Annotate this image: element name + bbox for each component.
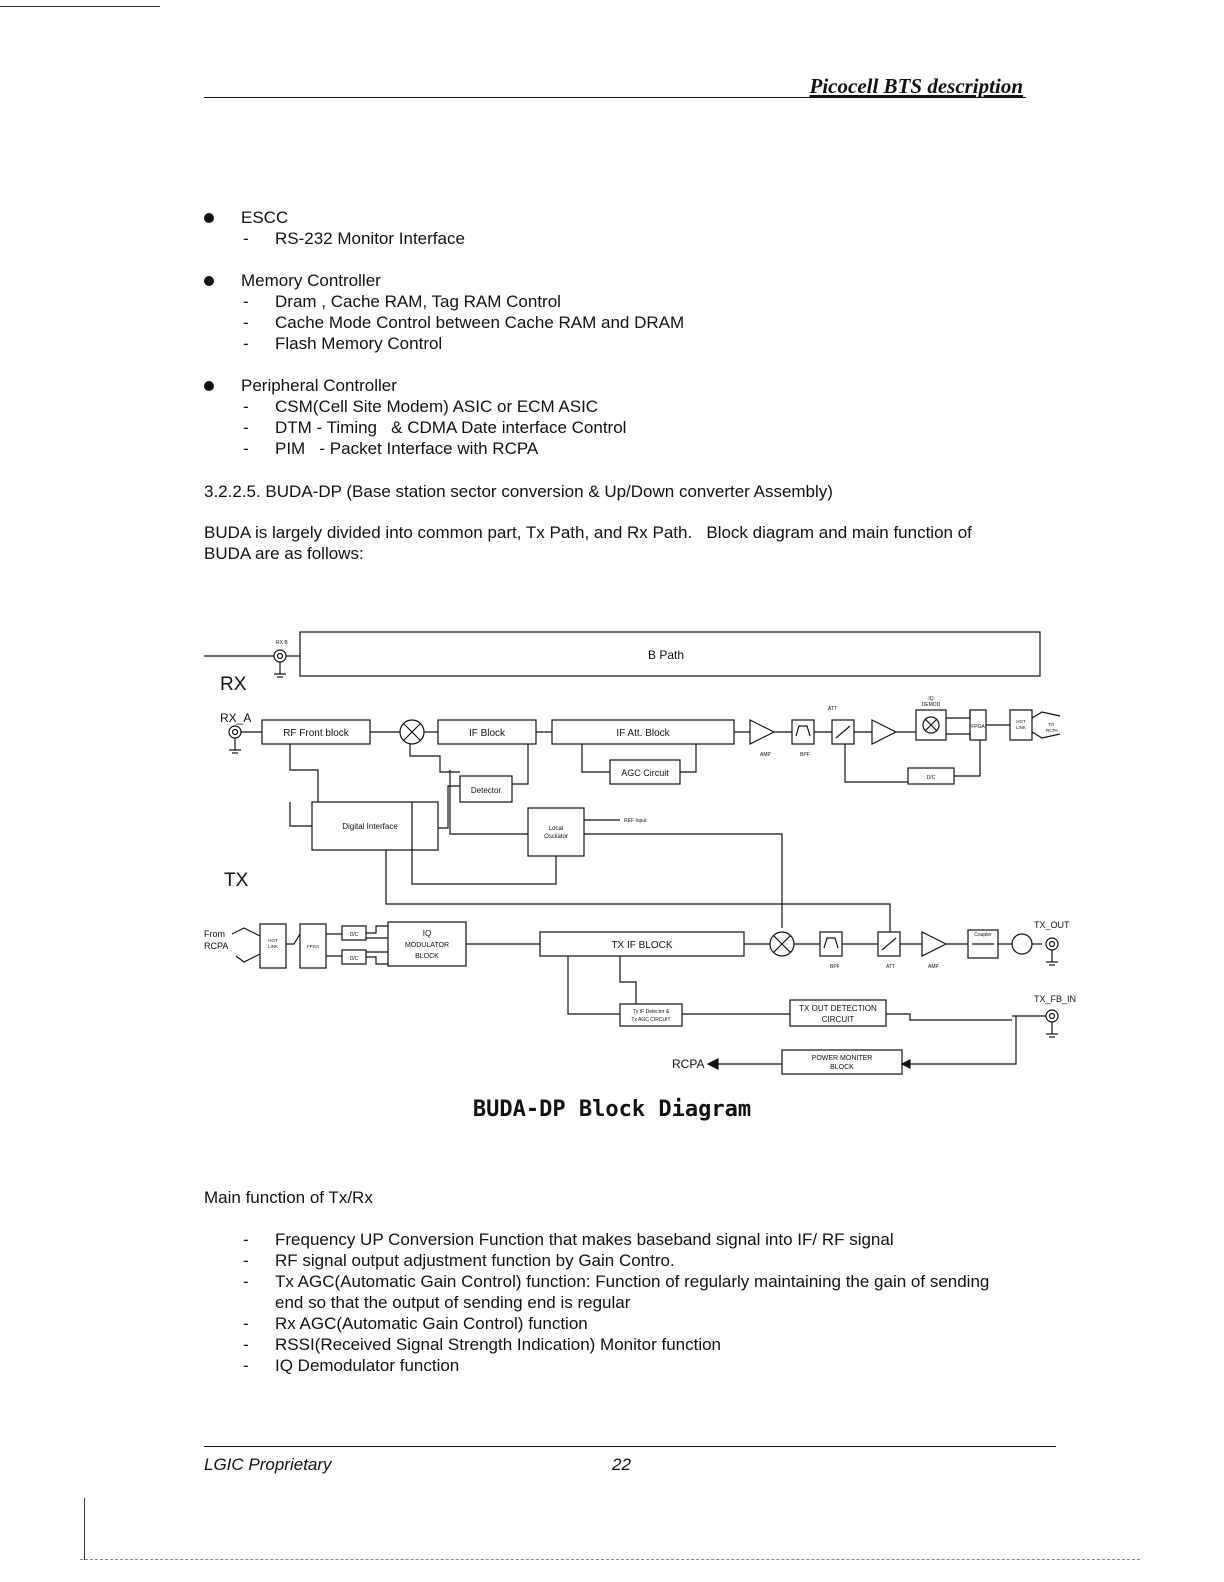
tx-fpga-label: FPGA: [307, 944, 319, 949]
tx-if-det-label-1: Tx IF Detector &: [633, 1009, 670, 1015]
if-block-label: IF Block: [469, 728, 506, 739]
iq-mod-label-2: MODULATOR: [405, 942, 449, 949]
rcpa-label: RCPA: [672, 1057, 704, 1071]
bullet-title: Memory Controller: [241, 271, 381, 290]
from-rcpa-label-1: From: [204, 929, 225, 939]
power-mon-label-2: BLOCK: [830, 1064, 854, 1071]
iq-demod-block: [915, 709, 947, 741]
header-rule: [204, 97, 1026, 98]
coupler-label: Coupler: [974, 932, 992, 938]
page-number: 22: [612, 1455, 631, 1474]
iq-demod-label-2: DEMOD: [922, 702, 941, 708]
to-rcpa-label-2: RCPA: [1046, 728, 1058, 733]
agc-circuit-block: [609, 759, 681, 785]
scan-bottom-edge: [80, 1559, 1140, 1560]
rx-bpf-icon: [791, 719, 815, 745]
detector-label: Detector: [471, 786, 502, 795]
bullet-title: ESCC: [241, 208, 289, 227]
tx-out-det-label-2: CIRCUIT: [822, 1015, 855, 1024]
bullet-title: Peripheral Controller: [241, 376, 397, 395]
rx-att-label: ATT: [828, 706, 837, 712]
rx-amp-label: AMP: [760, 752, 772, 758]
power-monitor-block: [781, 1049, 903, 1075]
tx-out-detection-block: [789, 999, 887, 1027]
iq-mod-label-1: IQ: [423, 929, 431, 938]
tx-if-det-label-2: Tx AGC CIRCUIT: [631, 1017, 670, 1023]
intro-line-2: BUDA are as follows:: [204, 544, 364, 563]
b-path-block: [299, 631, 1041, 677]
bullet-dot: [204, 276, 214, 286]
isolator-icon: [1011, 933, 1033, 955]
tx-out-connector-icon: [1045, 937, 1059, 951]
tx-label: TX: [224, 870, 249, 891]
tx-bpf-label: BPF: [830, 964, 840, 970]
detector-block: [459, 775, 513, 803]
tx-out-det-label-1: TX OUT DETECTION: [799, 1004, 877, 1013]
rf-front-label: RF Front block: [283, 728, 350, 739]
tx-out-label: TX_OUT: [1034, 920, 1070, 930]
tx-fpga-block: [299, 923, 327, 969]
rx-fpga-label: FPGA: [971, 724, 985, 730]
rx-hot-link-label-2: LINK: [1016, 725, 1026, 730]
section-heading: 3.2.2.5. BUDA-DP (Base station sector co…: [204, 482, 833, 501]
rx-b-connector-icon: [273, 649, 287, 663]
header-title: Picocell BTS description: [809, 74, 1023, 98]
local-osc-label-1: Local: [549, 826, 563, 832]
figure-caption: BUDA-DP Block Diagram: [472, 1097, 752, 1122]
bullet-dot: [204, 381, 214, 391]
if-att-label: IF Att. Block: [616, 728, 670, 739]
rx-amp-2-icon: [871, 719, 898, 745]
rx-label: RX: [220, 674, 247, 695]
rx-b-port-label: RX B: [276, 640, 288, 646]
local-oscillator-block: [527, 807, 585, 857]
rx-a-port-label: RX_A: [220, 711, 251, 725]
rx-hot-link-block: [1009, 709, 1033, 741]
iq-demod-mixer-icon: [922, 716, 940, 734]
tx-if-label: TX IF BLOCK: [611, 940, 672, 951]
from-rcpa-label-2: RCPA: [204, 941, 228, 951]
rx-hot-link-label-1: HOT: [1016, 719, 1026, 724]
tx-dac-2-label: D/C: [350, 956, 359, 962]
ref-input-label: REF Input: [624, 818, 647, 824]
intro-line-1: BUDA is largely divided into common part…: [204, 523, 972, 542]
tx-amp-label: AMP: [928, 964, 940, 970]
to-rcpa-label-1: TO: [1048, 722, 1055, 727]
rx-a-connector-icon: [228, 725, 242, 739]
corner-rule: [0, 6, 160, 7]
rx-bpf-label: BPF: [800, 752, 810, 758]
tx-amp-icon: [921, 931, 948, 957]
power-mon-label-1: POWER MONITER: [812, 1055, 873, 1062]
agc-circuit-label: AGC Circuit: [621, 768, 669, 778]
rx-b-connector-inner: [276, 652, 284, 660]
rx-amp-1-icon: [749, 719, 776, 745]
rx-dc-label: D/C: [927, 775, 936, 781]
buda-block-diagram: RX B B Path RX RX_A RF Front block IF Bl…: [204, 631, 1076, 1075]
tx-dac-1-label: D/C: [350, 932, 359, 938]
local-osc-label-2: Oscilator: [544, 834, 568, 840]
tx-hot-link-block: [259, 923, 287, 969]
tx-hot-link-label-2: LINK: [268, 944, 278, 949]
b-path-label: B Path: [648, 648, 684, 662]
tx-if-detector-block: [619, 1003, 683, 1027]
iq-demod-label-1: IQ: [928, 696, 933, 702]
scan-margin-tick: [84, 1498, 85, 1560]
tx-att-label: ATT: [886, 964, 895, 970]
footer-proprietary: LGIC Proprietary: [204, 1455, 332, 1474]
tx-bpf-icon: [819, 931, 843, 957]
main-function-heading: Main function of Tx/Rx: [204, 1188, 373, 1207]
tx-fb-connector-icon: [1045, 1009, 1059, 1023]
tx-hot-link-label-1: HOT: [268, 938, 278, 943]
tx-fb-in-label: TX_FB_IN: [1034, 994, 1076, 1004]
footer-rule: [204, 1446, 1056, 1447]
iq-mod-label-3: BLOCK: [415, 953, 439, 960]
bullet-dot: [204, 213, 214, 223]
digital-interface-label: Digital Interface: [342, 822, 398, 831]
